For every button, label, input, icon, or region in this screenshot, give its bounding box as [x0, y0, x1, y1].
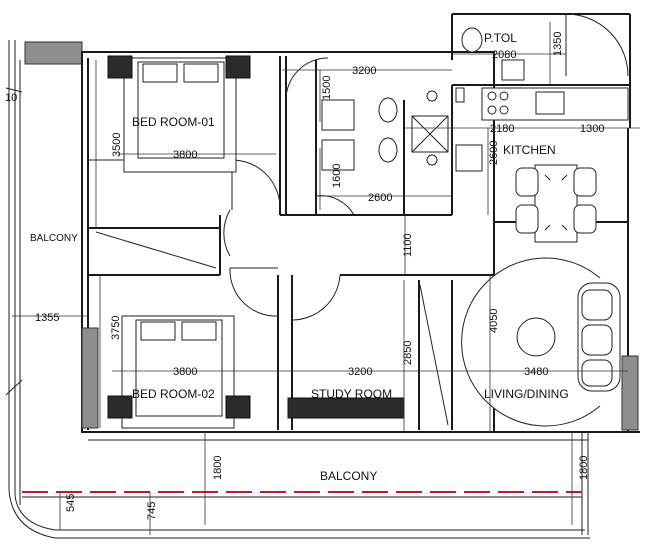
dimension-labels: 2080 1350 3200 1500 2180 1300 3500 3800 …: [35, 32, 604, 520]
dim-1600: 1600: [331, 164, 343, 188]
study-desk: [287, 397, 405, 419]
dim-4050: 4050: [488, 309, 500, 333]
dim-3500: 3500: [111, 133, 123, 157]
bed-01: [107, 55, 251, 173]
exterior-walls: [81, 13, 640, 433]
dim-1100: 1100: [402, 233, 414, 257]
dining-table: [515, 164, 597, 243]
study-room-label: STUDY ROOM: [311, 387, 392, 401]
dim-1800-right: 1800: [578, 456, 590, 480]
dim-1355: 1355: [35, 312, 59, 324]
dim-3750: 3750: [110, 316, 122, 340]
bedroom-01-label: BED ROOM-01: [132, 115, 215, 129]
dimension-lines: [12, 22, 640, 535]
kitchen-counter: [481, 87, 629, 121]
kitchen-label: KITCHEN: [503, 143, 556, 157]
dim-3800-bottom: 3800: [173, 366, 197, 378]
dim-1500: 1500: [321, 76, 333, 100]
dim-545: 545: [65, 494, 77, 512]
living-dining-label: LIVING/DINING: [484, 387, 569, 401]
dim-2080: 2080: [492, 49, 516, 61]
dim-2600-horizontal: 2600: [368, 192, 392, 204]
dim-3480: 3480: [524, 366, 548, 378]
living-sofa: [461, 257, 621, 427]
bathroom-fixtures: [321, 27, 525, 172]
balcony-rails: [22, 432, 589, 535]
dim-3800-top: 3800: [173, 149, 197, 161]
bed-02: [107, 315, 251, 429]
dim-1800-left: 1800: [212, 456, 224, 480]
dim-3200-top: 3200: [352, 65, 376, 77]
balcony-left-label: BALCONY: [30, 233, 78, 244]
bedroom-02-label: BED ROOM-02: [132, 387, 215, 401]
dim-3200-bottom: 3200: [348, 366, 372, 378]
dim-745: 745: [146, 502, 158, 520]
balcony-bottom-label: BALCONY: [320, 469, 377, 483]
dim-1350: 1350: [552, 32, 564, 56]
dim-2850: 2850: [402, 341, 414, 365]
dim-2600-vertical: 2600: [488, 141, 500, 165]
dim-1300: 1300: [580, 123, 604, 135]
room-labels: BED ROOM-01 BED ROOM-02 STUDY ROOM LIVIN…: [5, 31, 569, 483]
dim-2180: 2180: [490, 123, 514, 135]
grid-mark-label: 10: [5, 92, 17, 104]
powder-toilet-label: P.TOL: [484, 31, 517, 45]
